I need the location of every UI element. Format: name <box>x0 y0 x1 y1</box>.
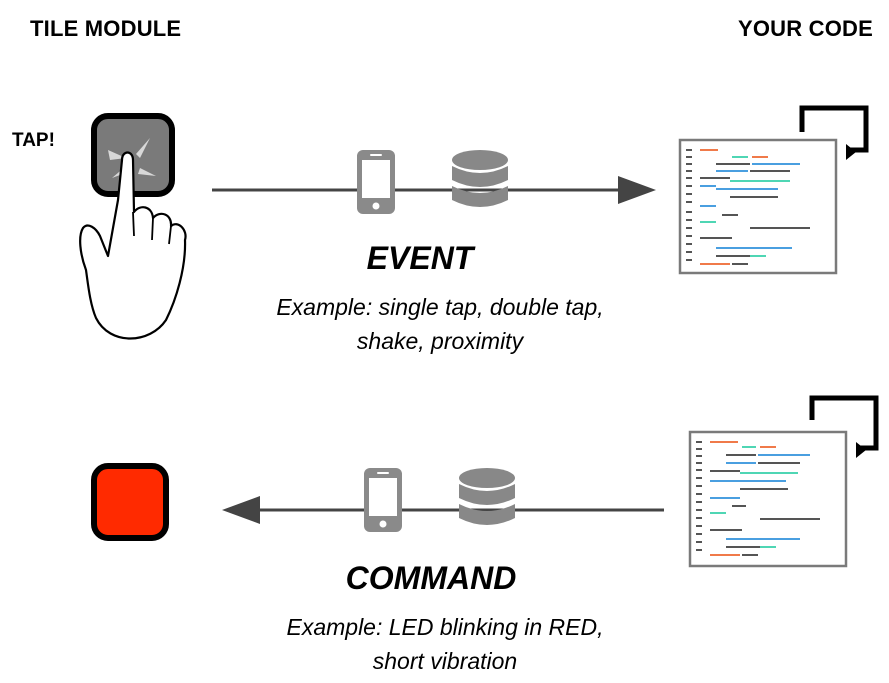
command-title: COMMAND <box>345 560 517 596</box>
code-window-icon <box>688 395 879 568</box>
command-arrow <box>222 496 664 524</box>
code-window-icon <box>678 105 869 275</box>
tile-red <box>91 463 169 541</box>
command-example-line-2: short vibration <box>372 648 518 674</box>
hand-tap-icon <box>79 151 187 340</box>
your-code-header: YOUR CODE <box>737 16 873 41</box>
event-title: EVENT <box>366 240 474 276</box>
event-example: Example: single tap, double tap, shake, … <box>220 290 660 358</box>
event-example-line-2: shake, proximity <box>356 328 524 354</box>
command-example: Example: LED blinking in RED, short vibr… <box>230 610 660 678</box>
event-example-line-1: Example: single tap, double tap, <box>276 294 604 320</box>
database-icon <box>459 468 515 525</box>
tap-label: TAP! <box>12 130 55 151</box>
phone-icon <box>364 468 402 532</box>
command-example-line-1: Example: LED blinking in RED, <box>286 614 604 640</box>
phone-icon <box>357 150 395 214</box>
database-icon <box>452 150 508 207</box>
tile-module-header: TILE MODULE <box>30 16 182 41</box>
event-arrow <box>212 176 656 204</box>
